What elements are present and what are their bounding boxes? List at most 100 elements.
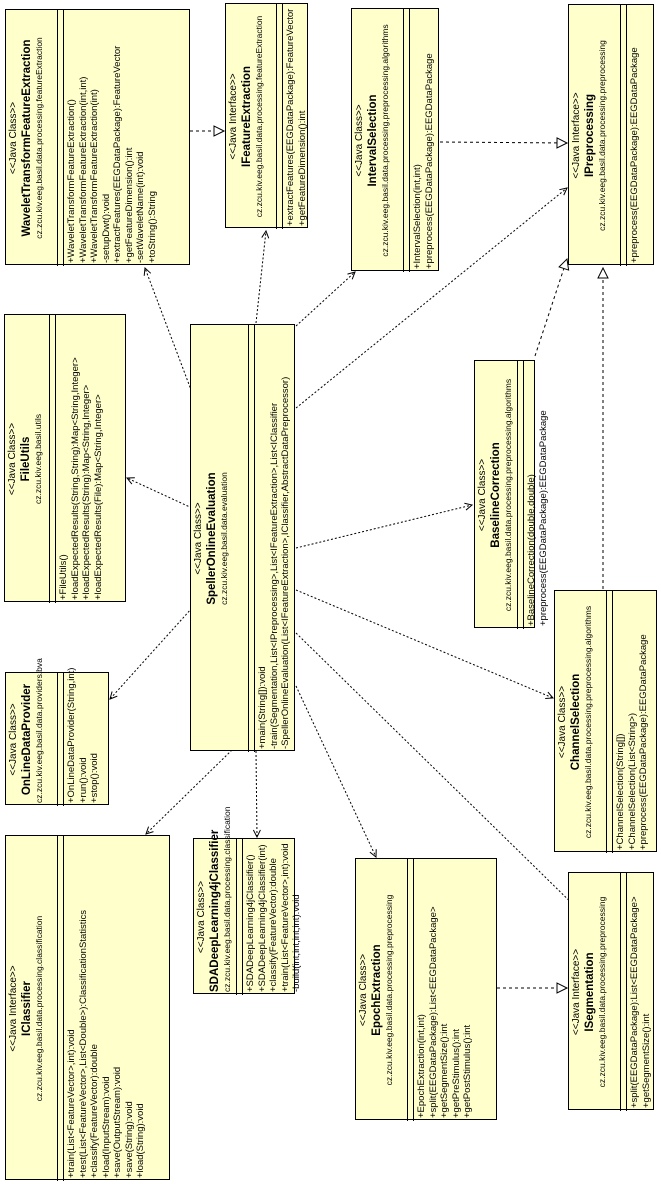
method-item: +preprocess(EEGDataPackage):EEGDataPacka… [629,47,640,263]
method-item: -train(Segmentation,List<IPreprocessing>… [268,402,280,749]
class-stereotype: <<Java Interface>> [228,73,239,160]
relation-epoch-extraction-to-i-segmentation [497,982,569,994]
dependency-line [255,230,267,324]
relation-speller-online-evaluation-to-baseline-correction [295,502,474,549]
method-item: +classify(FeatureVector):double [89,1044,100,1178]
relation-speller-online-evaluation-to-wavelet-transform-feature-extraction [143,266,194,396]
class-name: SpellerOnlineEvaluation [206,472,218,605]
class-methods: +SDADeepLearning4jClassifier()+SDADeepLe… [243,839,304,995]
class-stereotype: <<Java Class>> [8,703,19,776]
class-methods: +WaveletTransformFeatureExtraction()+Wav… [64,10,191,266]
method-item: +toString():String [146,190,158,263]
method-item: +run():void [77,757,89,803]
method-item: +getFeatureDimension():int [296,110,308,226]
method-item: +loadExpectedResults(String):Map<String,… [81,384,92,600]
class-package: cz.zcu.kiv.eeg.basil.data.processing.pre… [380,24,390,257]
open-arrowhead [545,691,555,700]
class-methods: +EpochExtraction(int,int)+split(EEGDataP… [414,859,498,1121]
method-item: +WaveletTransformFeatureExtraction() [66,99,77,263]
open-arrowhead [559,187,568,196]
method-item: +main(String[]):void [257,666,268,749]
class-package: cz.zcu.kiv.eeg.basil.data.processing.fea… [34,37,44,239]
dependency-line [295,685,377,858]
class-stereotype: <<Java Class>> [8,101,19,175]
class-name: IFeatureExtraction [241,66,253,167]
class-package: cz.zcu.kiv.eeg.basil.data.processing.pre… [583,605,593,839]
relation-baseline-correction-to-i-preprocessing [534,257,570,357]
method-item: +loadExpectedResults(File):Map<String,In… [92,394,104,600]
class-stereotype: <<Java Class>> [354,104,365,177]
class-name: EpochExtraction [371,944,383,1036]
class-methods: +IntervalSelection(int,int)+preprocess(E… [410,9,440,272]
dependency-line [145,749,233,835]
method-item: +EpochExtraction(int,int) [416,1014,427,1118]
method-item: +extractFeatures(EEGDataPackage):Feature… [112,45,123,263]
class-package: cz.zcu.kiv.eeg.basil.data.processing.cla… [34,915,44,1102]
class-name: ISegmentation [584,952,596,1032]
class-methods: +ChannelSelection(String[])+ChannelSelec… [613,591,658,853]
method-item: +extractFeatures(EEGDataPackage):Feature… [285,8,296,226]
class-package: cz.zcu.kiv.eeg.basil.data.processing.pre… [597,896,607,1088]
relation-speller-online-evaluation-to-file-utils [125,477,193,509]
class-name: SDADeepLearning4jClassifier [209,829,221,992]
realization-line [534,268,565,357]
class-name: BaselineCorrection [490,442,502,548]
class-methods: +BaselineCorrection(double,double)+prepr… [524,361,550,629]
relation-speller-online-evaluation-to-interval-selection [295,271,356,327]
relation-speller-online-evaluation-to-i-classifier [145,749,233,835]
method-item: +preprocess(EEGDataPackage):EEGDataPacka… [537,410,549,626]
class-stereotype: <<Java Class>> [7,422,18,496]
class-methods: +extractFeatures(EEGDataPackage):Feature… [283,4,309,229]
hollow-triangle-arrowhead [213,125,226,137]
method-item: +test(List<FeatureVector>,List<Double>):… [77,910,89,1178]
method-item: -setWaveletName(int):void [135,151,146,263]
open-arrowhead [143,266,152,276]
class-package: cz.zcu.kiv.eeg.basil.data.providers.bva [34,658,44,803]
open-arrowhead [347,271,356,280]
method-item: -setupDwt():void [100,193,112,263]
relation-interval-selection-to-i-preprocessing [439,137,569,149]
method-item: +save(OutputStream):void [112,1066,123,1178]
method-item: +classify(FeatureVector):double [268,858,279,992]
method-item: +load(String):void [135,1103,146,1178]
class-package: cz.zcu.kiv.eeg.basil.data.processing.pre… [597,40,607,231]
class-package: cz.zcu.kiv.eeg.basil.data.evaluation [219,472,229,605]
dependency-line [295,271,356,327]
method-item: +split(EEGDataPackage):List<EEGDataPacka… [629,896,640,1109]
class-header: <<Java Class>>WaveletTransformFeatureExt… [6,10,58,266]
dependency-line [109,607,193,700]
method-item: +train(List<FeatureVector>,int):void [66,1029,77,1178]
method-item: +split(EEGDataPackage):List<EEGDataPacka… [427,906,439,1119]
class-stereotype: <<Java Class>> [557,685,568,759]
class-methods: +FileUtils()+loadExpectedResults(String,… [56,315,127,603]
class-package: cz.zcu.kiv.eeg.basil.utils [33,413,43,505]
class-header: <<Java Class>>SDADeepLearning4jClassifie… [194,806,237,995]
method-item: +getPreStimulus():int [450,1029,462,1118]
method-item: +getFeatureDimension():int [123,147,135,263]
class-methods: +train(List<FeatureVector>,int):void+tes… [64,836,171,1181]
dependency-line [255,750,258,838]
method-item: +getSegmentSize():int [439,1023,450,1118]
open-arrowhead [464,502,474,511]
class-box-sda-deep-learning4j-classifier: <<Java Class>>SDADeepLearning4jClassifie… [193,806,302,995]
class-methods: +split(EEGDataPackage):List<EEGDataPacka… [627,873,655,1111]
dependency-line [144,267,194,396]
class-package: cz.zcu.kiv.eeg.basil.data.processing.cla… [222,806,232,992]
method-item: +BaselineCorrection(double,double) [526,474,537,626]
method-item: +ChannelSelection(String[]) [615,733,626,850]
method-item: -build(int,int,int,int):void [291,894,302,992]
class-stereotype: <<Java Interface>> [571,92,582,179]
